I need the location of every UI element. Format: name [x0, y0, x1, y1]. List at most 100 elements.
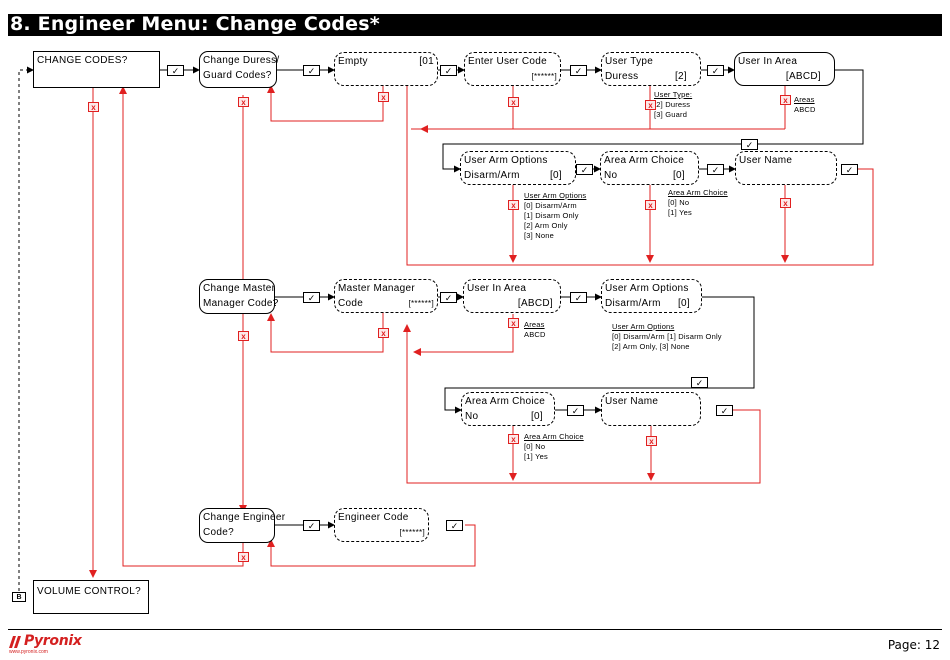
user-arm-options-index: [0] — [549, 170, 562, 181]
user-type-label: User Type — [605, 56, 654, 67]
engineer-code-box[interactable]: Engineer Code [******] — [334, 508, 429, 542]
master-title-line1: Change Master — [203, 283, 276, 294]
cancel-x-icon: x — [508, 97, 519, 107]
master-user-in-area-box[interactable]: User In Area [ABCD] — [463, 279, 561, 313]
confirm-tick-icon: ✓ — [570, 65, 587, 76]
user-name-box[interactable]: User Name — [735, 151, 837, 185]
cancel-x-icon: x — [780, 95, 791, 105]
brand-name: Pyronix — [24, 633, 82, 649]
user-in-area-value: [ABCD] — [785, 71, 821, 82]
empty-slot-value: [01 — [419, 56, 434, 67]
cancel-x-icon: x — [646, 436, 657, 446]
enter-user-code-box[interactable]: Enter User Code [******] — [464, 52, 561, 86]
confirm-tick-icon: ✓ — [691, 377, 708, 388]
cancel-x-icon: x — [378, 328, 389, 338]
change-engineer-code-box[interactable]: Change Engineer Code? — [199, 508, 286, 543]
area-arm-choice-value: No — [604, 170, 618, 181]
master-code-label: Master Manager — [338, 283, 416, 294]
page-number: Page: 12 — [887, 638, 940, 652]
brand-url: www.pyronix.com — [9, 649, 48, 655]
cancel-x-icon: x — [88, 102, 99, 112]
engineer-title-line1: Change Engineer — [203, 512, 286, 523]
master-code-value: [******] — [408, 299, 434, 308]
duress-title-line1: Change Duress/ — [203, 55, 280, 66]
engineer-code-value: [******] — [399, 528, 425, 537]
user-arm-options-value: Disarm/Arm — [464, 170, 520, 181]
confirm-tick-icon: ✓ — [576, 164, 593, 175]
cancel-x-icon: x — [378, 92, 389, 102]
confirm-tick-icon: ✓ — [303, 292, 320, 303]
page-title-bar: 8. Engineer Menu: Change Codes* — [8, 13, 942, 36]
cancel-x-icon: x — [780, 198, 791, 208]
enter-user-code-label: Enter User Code — [468, 56, 547, 67]
master-manager-code-box[interactable]: Master Manager Code [******] — [334, 279, 438, 313]
cancel-x-icon: x — [508, 200, 519, 210]
user-in-area-label: User In Area — [738, 56, 798, 67]
master-user-in-area-value: [ABCD] — [517, 298, 553, 309]
brand-logo: Pyronix www.pyronix.com — [8, 633, 88, 658]
empty-slot-box[interactable]: Empty[01 — [334, 52, 438, 86]
page-title: 8. Engineer Menu: Change Codes* — [10, 13, 380, 35]
confirm-tick-icon: ✓ — [167, 65, 184, 76]
confirm-tick-icon: ✓ — [440, 65, 457, 76]
master-arm-options-value: Disarm/Arm — [605, 298, 661, 309]
duress-title-line2: Guard Codes? — [203, 70, 272, 81]
user-type-value: Duress — [605, 71, 639, 82]
cancel-x-icon: x — [238, 97, 249, 107]
user-in-area-box[interactable]: User In Area [ABCD] — [734, 52, 835, 86]
user-type-box[interactable]: User Type Duress [2] — [601, 52, 701, 86]
user-arm-options-note: User Arm Options [0] Disarm/Arm [1] Disa… — [524, 191, 587, 240]
master-user-in-area-label: User In Area — [467, 283, 527, 294]
engineer-code-label: Engineer Code — [338, 512, 409, 523]
cancel-x-icon: x — [645, 200, 656, 210]
user-type-index: [2] — [674, 71, 687, 82]
confirm-tick-icon: ✓ — [567, 405, 584, 416]
b-marker: B — [12, 592, 26, 602]
confirm-tick-icon: ✓ — [716, 405, 733, 416]
cancel-x-icon: x — [238, 331, 249, 341]
master-user-arm-options-box[interactable]: User Arm Options Disarm/Arm [0] — [601, 279, 702, 313]
area-arm-choice-index: [0] — [672, 170, 685, 181]
master-areas-note: Areas ABCD — [524, 320, 546, 339]
user-arm-options-label: User Arm Options — [464, 155, 548, 166]
master-user-name-label: User Name — [605, 396, 659, 407]
areas-note-duress: Areas ABCD — [794, 95, 816, 114]
confirm-tick-icon: ✓ — [303, 520, 320, 531]
master-arm-options-note: User Arm Options [0] Disarm/Arm [1] Disa… — [612, 322, 722, 351]
cancel-x-icon: x — [645, 100, 656, 110]
master-title-line2: Manager Code? — [203, 298, 279, 309]
confirm-tick-icon: ✓ — [841, 164, 858, 175]
change-codes-label: CHANGE CODES? — [37, 55, 128, 66]
engineer-title-line2: Code? — [203, 527, 234, 538]
pyronix-logo-icon — [9, 636, 21, 648]
master-arm-choice-index: [0] — [530, 411, 543, 422]
area-arm-choice-note: Area Arm Choice [0] No [1] Yes — [668, 188, 728, 217]
master-area-arm-choice-note: Area Arm Choice [0] No [1] Yes — [524, 432, 584, 461]
footer-divider — [8, 629, 942, 630]
master-arm-options-label: User Arm Options — [605, 283, 689, 294]
user-name-label: User Name — [739, 155, 793, 166]
user-type-note: User Type: [2] Duress [3] Guard — [654, 90, 693, 119]
confirm-tick-icon: ✓ — [440, 292, 457, 303]
master-area-arm-choice-box[interactable]: Area Arm Choice No [0] — [461, 392, 555, 426]
volume-control-menu-item[interactable]: VOLUME CONTROL? — [33, 580, 149, 614]
confirm-tick-icon: ✓ — [303, 65, 320, 76]
master-arm-choice-value: No — [465, 411, 479, 422]
confirm-tick-icon: ✓ — [446, 520, 463, 531]
area-arm-choice-box[interactable]: Area Arm Choice No [0] — [600, 151, 699, 185]
master-arm-choice-label: Area Arm Choice — [465, 396, 546, 407]
user-code-value: [******] — [531, 72, 557, 81]
change-master-manager-code-box[interactable]: Change Master Manager Code? — [199, 279, 279, 314]
change-codes-menu-item[interactable]: CHANGE CODES? — [33, 51, 160, 88]
user-arm-options-box[interactable]: User Arm Options Disarm/Arm [0] — [460, 151, 576, 185]
confirm-tick-icon: ✓ — [741, 139, 758, 150]
cancel-x-icon: x — [508, 434, 519, 444]
area-arm-choice-label: Area Arm Choice — [604, 155, 685, 166]
change-duress-codes-box[interactable]: Change Duress/ Guard Codes? — [199, 51, 280, 88]
volume-control-label: VOLUME CONTROL? — [37, 586, 141, 597]
cancel-x-icon: x — [238, 552, 249, 562]
master-code-label2: Code — [338, 298, 364, 309]
master-user-name-box[interactable]: User Name — [601, 392, 701, 426]
master-arm-options-index: [0] — [677, 298, 690, 309]
confirm-tick-icon: ✓ — [707, 164, 724, 175]
